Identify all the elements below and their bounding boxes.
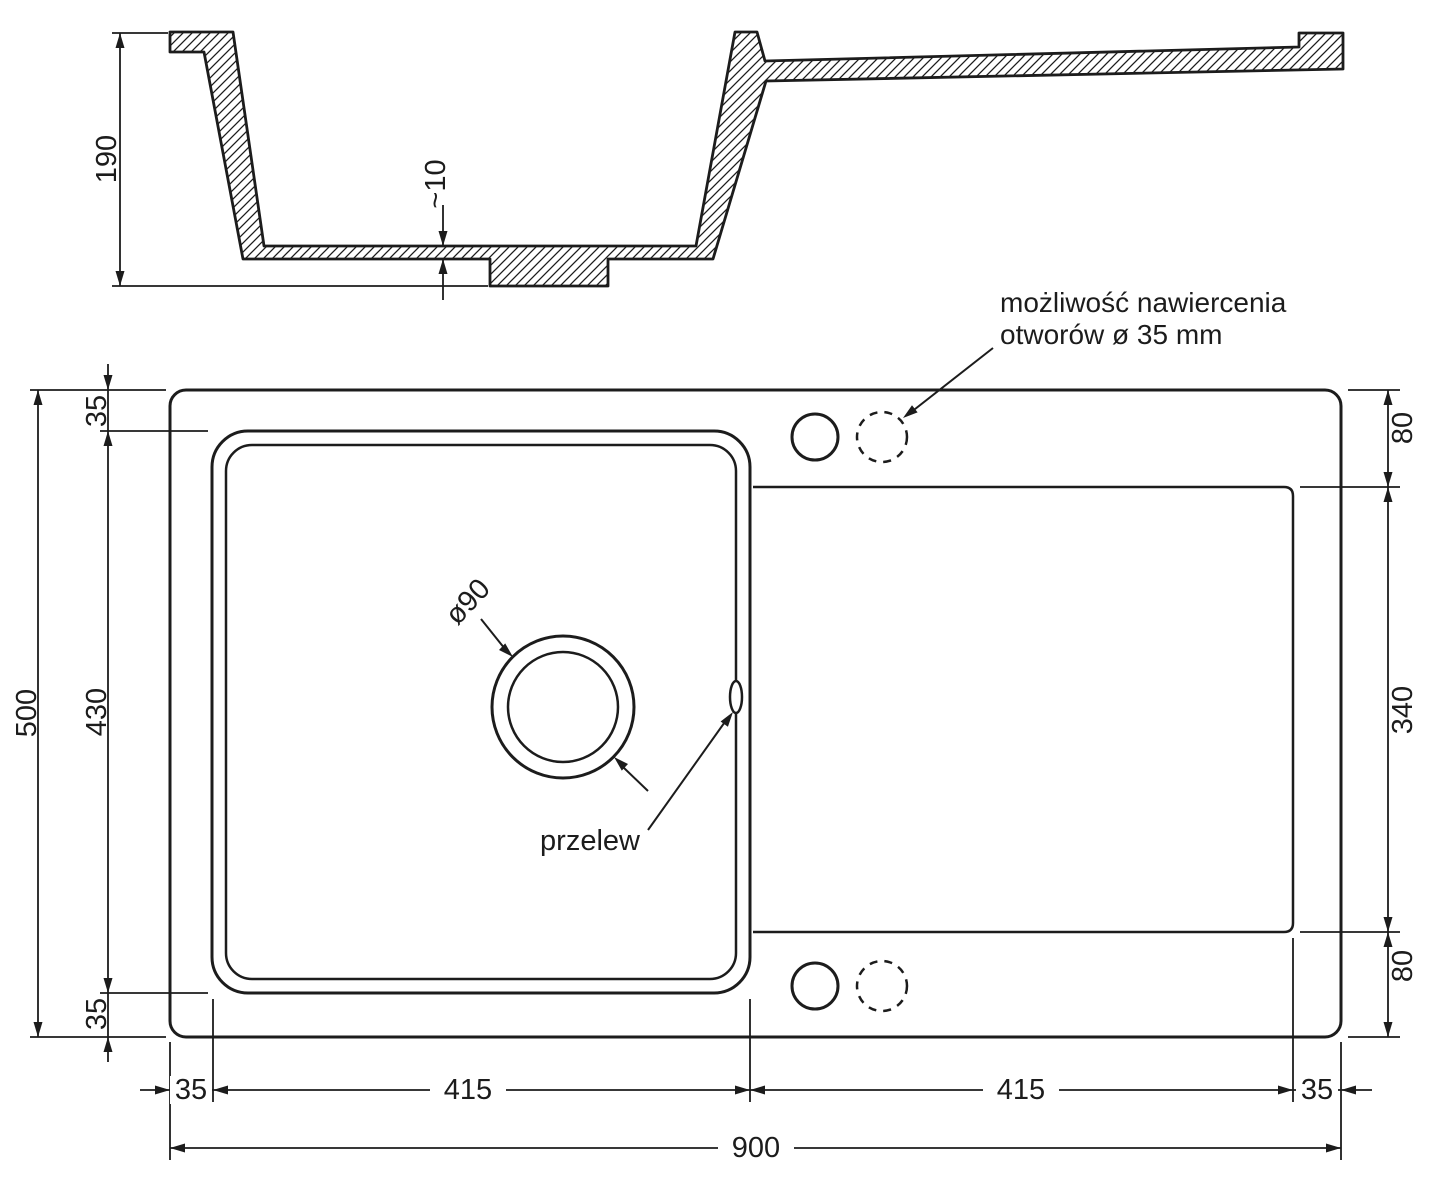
dim-10-label: ~10 <box>420 159 452 208</box>
dim-total-height: 500 <box>11 389 166 1038</box>
dim-35-left-label: 35 <box>175 1074 207 1106</box>
drain-diameter-label: ø90 <box>439 573 496 631</box>
tap-hole-bottom <box>790 961 840 1011</box>
label-background <box>718 1134 794 1162</box>
sink-outer-outline <box>168 388 1343 1039</box>
arrowhead-up <box>115 33 125 48</box>
arrowhead-right <box>735 1085 750 1095</box>
dim-bottom-thickness: ~10 <box>420 159 452 300</box>
arrowhead-down <box>103 978 113 993</box>
dim-bottom-chain: 35 415 415 35 <box>140 938 1372 1160</box>
label-background <box>170 1076 212 1104</box>
arrowhead-up <box>103 431 113 446</box>
overflow-slot <box>728 679 744 715</box>
arrowhead-down <box>1383 917 1393 932</box>
dim-430-label: 430 <box>81 688 113 736</box>
bowl-inner-edge <box>224 443 738 981</box>
dim-35-bottom-label: 35 <box>81 998 113 1030</box>
drill-note-line1: możliwość nawiercenia <box>1000 287 1287 318</box>
dim-80-bottom-label: 80 <box>1387 950 1419 982</box>
drain-callout-tail <box>622 766 649 792</box>
bowl-outer-edge <box>210 429 752 995</box>
arrowhead <box>903 405 918 418</box>
arrowhead-down <box>103 375 113 390</box>
arrowhead <box>614 757 628 771</box>
arrowhead-down <box>1383 472 1393 487</box>
sink-cross-section-profile <box>168 30 1345 288</box>
drill-note-leader <box>909 347 994 414</box>
dim-340-label: 340 <box>1387 686 1419 734</box>
arrowhead-up <box>1383 487 1393 502</box>
plan-view: możliwość nawiercenia otworów ø 35 mm ø9… <box>168 287 1343 1039</box>
label-background <box>1296 1076 1338 1104</box>
arrowhead-left <box>750 1085 765 1095</box>
cross-section-view: 190 ~10 <box>91 30 1345 300</box>
arrowhead-down <box>33 1022 43 1037</box>
overflow-leader <box>647 718 728 831</box>
arrowhead-up <box>1383 390 1393 405</box>
dim-35-top-label: 35 <box>81 395 113 427</box>
drainboard-edge <box>753 485 1295 934</box>
arrowhead-left <box>213 1085 228 1095</box>
arrowhead <box>499 643 513 657</box>
drain-inner-circle <box>506 650 620 764</box>
dim-80-top-label: 80 <box>1387 412 1419 444</box>
plan-dimensions: 500 35 430 35 80 <box>11 364 1419 1164</box>
overflow-callout: przelew <box>540 712 733 857</box>
arrowhead-up <box>438 259 448 274</box>
dim-900-label: 900 <box>732 1132 780 1164</box>
dim-35-right-label: 35 <box>1301 1074 1333 1106</box>
drill-note-line2: otworów ø 35 mm <box>1000 319 1223 350</box>
dim-total-width: 900 <box>170 1132 1341 1164</box>
arrowhead-down <box>115 271 125 286</box>
dim-right-chain: 80 340 80 <box>1300 389 1419 1038</box>
arrowhead-up <box>1383 932 1393 947</box>
drill-note-annotation: możliwość nawiercenia otworów ø 35 mm <box>903 287 1287 418</box>
label-background <box>430 1076 506 1104</box>
dim-415-right-label: 415 <box>997 1074 1045 1106</box>
arrowhead-right <box>1278 1085 1293 1095</box>
dim-section-depth: 190 <box>91 32 488 287</box>
dim-500-label: 500 <box>11 689 43 737</box>
dim-190-label: 190 <box>91 135 123 183</box>
arrowhead-right <box>155 1085 170 1095</box>
drain-callout-leader <box>480 618 506 650</box>
arrowhead <box>720 712 733 727</box>
tap-hole-top-optional-dashed <box>855 410 909 464</box>
label-background <box>983 1076 1059 1104</box>
arrowhead-right <box>1326 1143 1341 1153</box>
overflow-label: przelew <box>540 825 641 857</box>
arrowhead-down <box>438 231 448 246</box>
dim-415-left-label: 415 <box>444 1074 492 1106</box>
dim-left-chain: 35 430 35 <box>81 364 208 1062</box>
drain-outer-circle <box>490 634 636 780</box>
arrowhead-down <box>1383 1022 1393 1037</box>
arrowhead-up <box>103 1037 113 1052</box>
tap-hole-bottom-optional-dashed <box>855 959 909 1013</box>
arrowhead-left <box>1341 1085 1356 1095</box>
arrowhead-left <box>170 1143 185 1153</box>
arrowhead-up <box>33 390 43 405</box>
tap-hole-top <box>790 412 840 462</box>
